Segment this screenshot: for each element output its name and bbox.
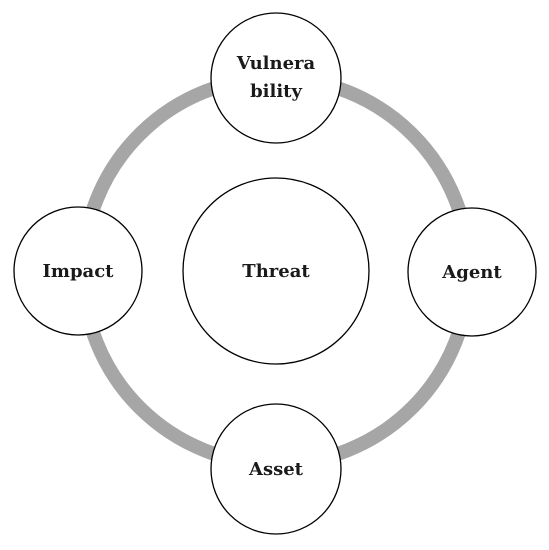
- node-agent: Agent: [407, 207, 537, 337]
- node-impact-circle: [13, 206, 143, 336]
- center-node-threat: Threat: [182, 177, 370, 365]
- node-asset-label: Asset: [248, 459, 304, 480]
- node-vulnerability-label-line1: Vulnera: [236, 53, 316, 74]
- node-vulnerability-label-line2: bility: [250, 81, 302, 102]
- node-agent-circle: [407, 207, 537, 337]
- node-agent-label: Agent: [441, 262, 502, 283]
- node-asset: Asset: [210, 403, 342, 535]
- center-node-label: Threat: [242, 261, 310, 282]
- node-impact: Impact: [13, 206, 143, 336]
- node-vulnerability: Vulnera bility: [210, 12, 342, 144]
- node-asset-circle: [210, 403, 342, 535]
- node-impact-label: Impact: [43, 261, 115, 282]
- center-node-circle: [182, 177, 370, 365]
- node-vulnerability-circle: [210, 12, 342, 144]
